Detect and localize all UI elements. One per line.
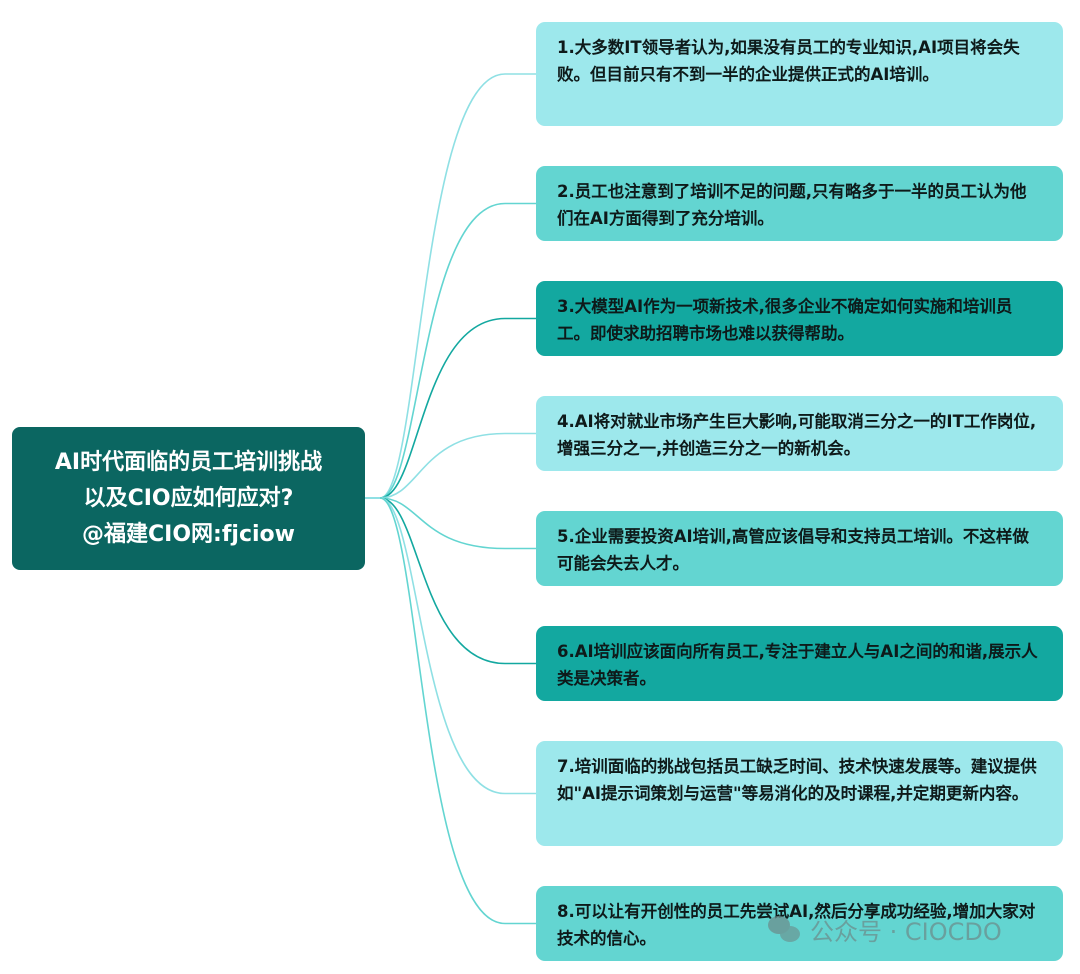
topic-node-8[interactable]: 8.可以让有开创性的员工先尝试AI,然后分享成功经验,增加大家对技术的信心。 [536,886,1063,961]
topic-text: 1.大多数IT领导者认为,如果没有员工的专业知识,AI项目将会失败。但目前只有不… [557,38,1020,84]
root-title-line-1: AI时代面临的员工培训挑战 [54,449,323,475]
topic-text: 5.企业需要投资AI培训,高管应该倡导和支持员工培训。不这样做可能会失去人才。 [557,527,1029,573]
root-topic[interactable]: AI时代面临的员工培训挑战 以及CIO应如何应对? @福建CIO网:fjciow [12,427,365,570]
topic-text: 7.培训面临的挑战包括员工缺乏时间、技术快速发展等。建议提供如"AI提示词策划与… [557,757,1037,803]
topic-text: 2.员工也注意到了培训不足的问题,只有略多于一半的员工认为他们在AI方面得到了充… [557,182,1027,228]
root-title-line-2: 以及CIO应如何应对? [83,485,294,511]
connector-line [379,432,536,499]
topic-node-7[interactable]: 7.培训面临的挑战包括员工缺乏时间、技术快速发展等。建议提供如"AI提示词策划与… [536,741,1063,846]
connector-line [379,202,536,499]
topic-node-2[interactable]: 2.员工也注意到了培训不足的问题,只有略多于一半的员工认为他们在AI方面得到了充… [536,166,1063,241]
topic-text: 6.AI培训应该面向所有员工,专注于建立人与AI之间的和谐,展示人类是决策者。 [557,642,1038,688]
topic-text: 3.大模型AI作为一项新技术,很多企业不确定如何实施和培训员工。即使求助招聘市场… [557,297,1013,343]
connector-line [379,497,536,925]
connector-line [379,317,536,499]
connector-line [379,497,536,550]
topic-node-4[interactable]: 4.AI将对就业市场产生巨大影响,可能取消三分之一的IT工作岗位,增强三分之一,… [536,396,1063,471]
watermark: 公众号 · CIOCDO [768,912,1002,947]
topic-text: 4.AI将对就业市场产生巨大影响,可能取消三分之一的IT工作岗位,增强三分之一,… [557,412,1037,458]
topic-node-1[interactable]: 1.大多数IT领导者认为,如果没有员工的专业知识,AI项目将会失败。但目前只有不… [536,22,1063,126]
wechat-icon [768,915,802,944]
connector-line [379,497,536,795]
topic-node-6[interactable]: 6.AI培训应该面向所有员工,专注于建立人与AI之间的和谐,展示人类是决策者。 [536,626,1063,701]
topic-node-3[interactable]: 3.大模型AI作为一项新技术,很多企业不确定如何实施和培训员工。即使求助招聘市场… [536,281,1063,356]
topic-node-5[interactable]: 5.企业需要投资AI培训,高管应该倡导和支持员工培训。不这样做可能会失去人才。 [536,511,1063,586]
connector-line [379,73,536,499]
root-title-line-3: @福建CIO网:fjciow [82,521,295,547]
connector-line [379,497,536,665]
watermark-text: 公众号 · CIOCDO [810,918,1002,946]
topic-text: 8.可以让有开创性的员工先尝试AI,然后分享成功经验,增加大家对技术的信心。 [557,902,1036,948]
